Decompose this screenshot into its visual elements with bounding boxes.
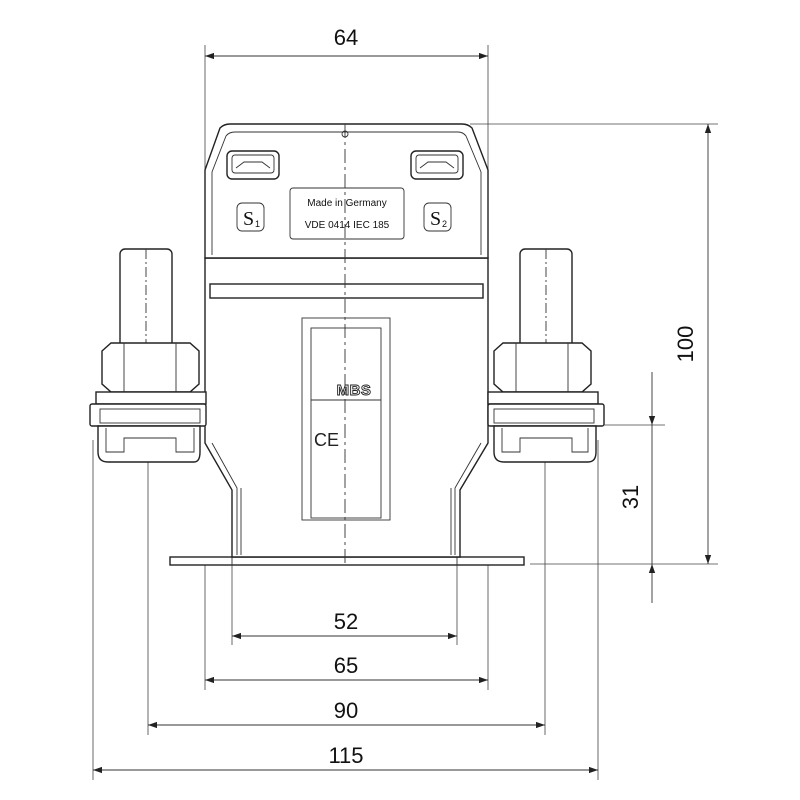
dim-width-base-label: 65: [334, 653, 358, 678]
extension-lines: [92, 45, 718, 780]
dim-height-terminal: 31: [618, 372, 656, 603]
s1-letter: S: [243, 208, 254, 230]
dim-width-terminals-label: 90: [334, 698, 358, 723]
plate-line-2: VDE 0414 IEC 185: [305, 220, 390, 231]
brand-logo: MBS: [337, 382, 372, 399]
terminal-slot-left: [226, 150, 280, 180]
dim-width-base-inner: 52: [232, 609, 457, 640]
center-line: [341, 124, 349, 565]
dim-width-overall-label: 115: [328, 743, 363, 768]
dim-width-terminals: 90: [148, 698, 545, 729]
upper-housing: [204, 123, 489, 259]
bolt-right: [487, 248, 605, 463]
bolt-left: [89, 248, 207, 463]
dim-width-base: 65: [205, 653, 488, 684]
dim-height-total: 100: [673, 124, 712, 564]
dim-top-width-label: 64: [334, 25, 358, 50]
dim-width-overall: 115: [93, 743, 598, 774]
s1-index: 1: [255, 219, 260, 229]
s2-index: 2: [442, 219, 447, 229]
s2-letter: S: [430, 208, 441, 230]
dim-height-total-label: 100: [673, 326, 698, 363]
plate-line-1: Made in Germany: [307, 198, 386, 209]
terminal-slot-right: [410, 150, 464, 180]
rating-plate: Made in Germany VDE 0414 IEC 185: [289, 187, 405, 240]
terminal-label-s1: S 1: [236, 202, 265, 232]
terminal-label-s2: S 2: [423, 202, 452, 232]
lower-housing: [204, 257, 489, 558]
dim-width-base-inner-label: 52: [334, 609, 358, 634]
mounting-flange: [169, 556, 525, 566]
dim-top-width: 64: [205, 25, 488, 60]
dim-height-terminal-label: 31: [618, 485, 643, 509]
ce-mark: CE: [314, 430, 339, 450]
